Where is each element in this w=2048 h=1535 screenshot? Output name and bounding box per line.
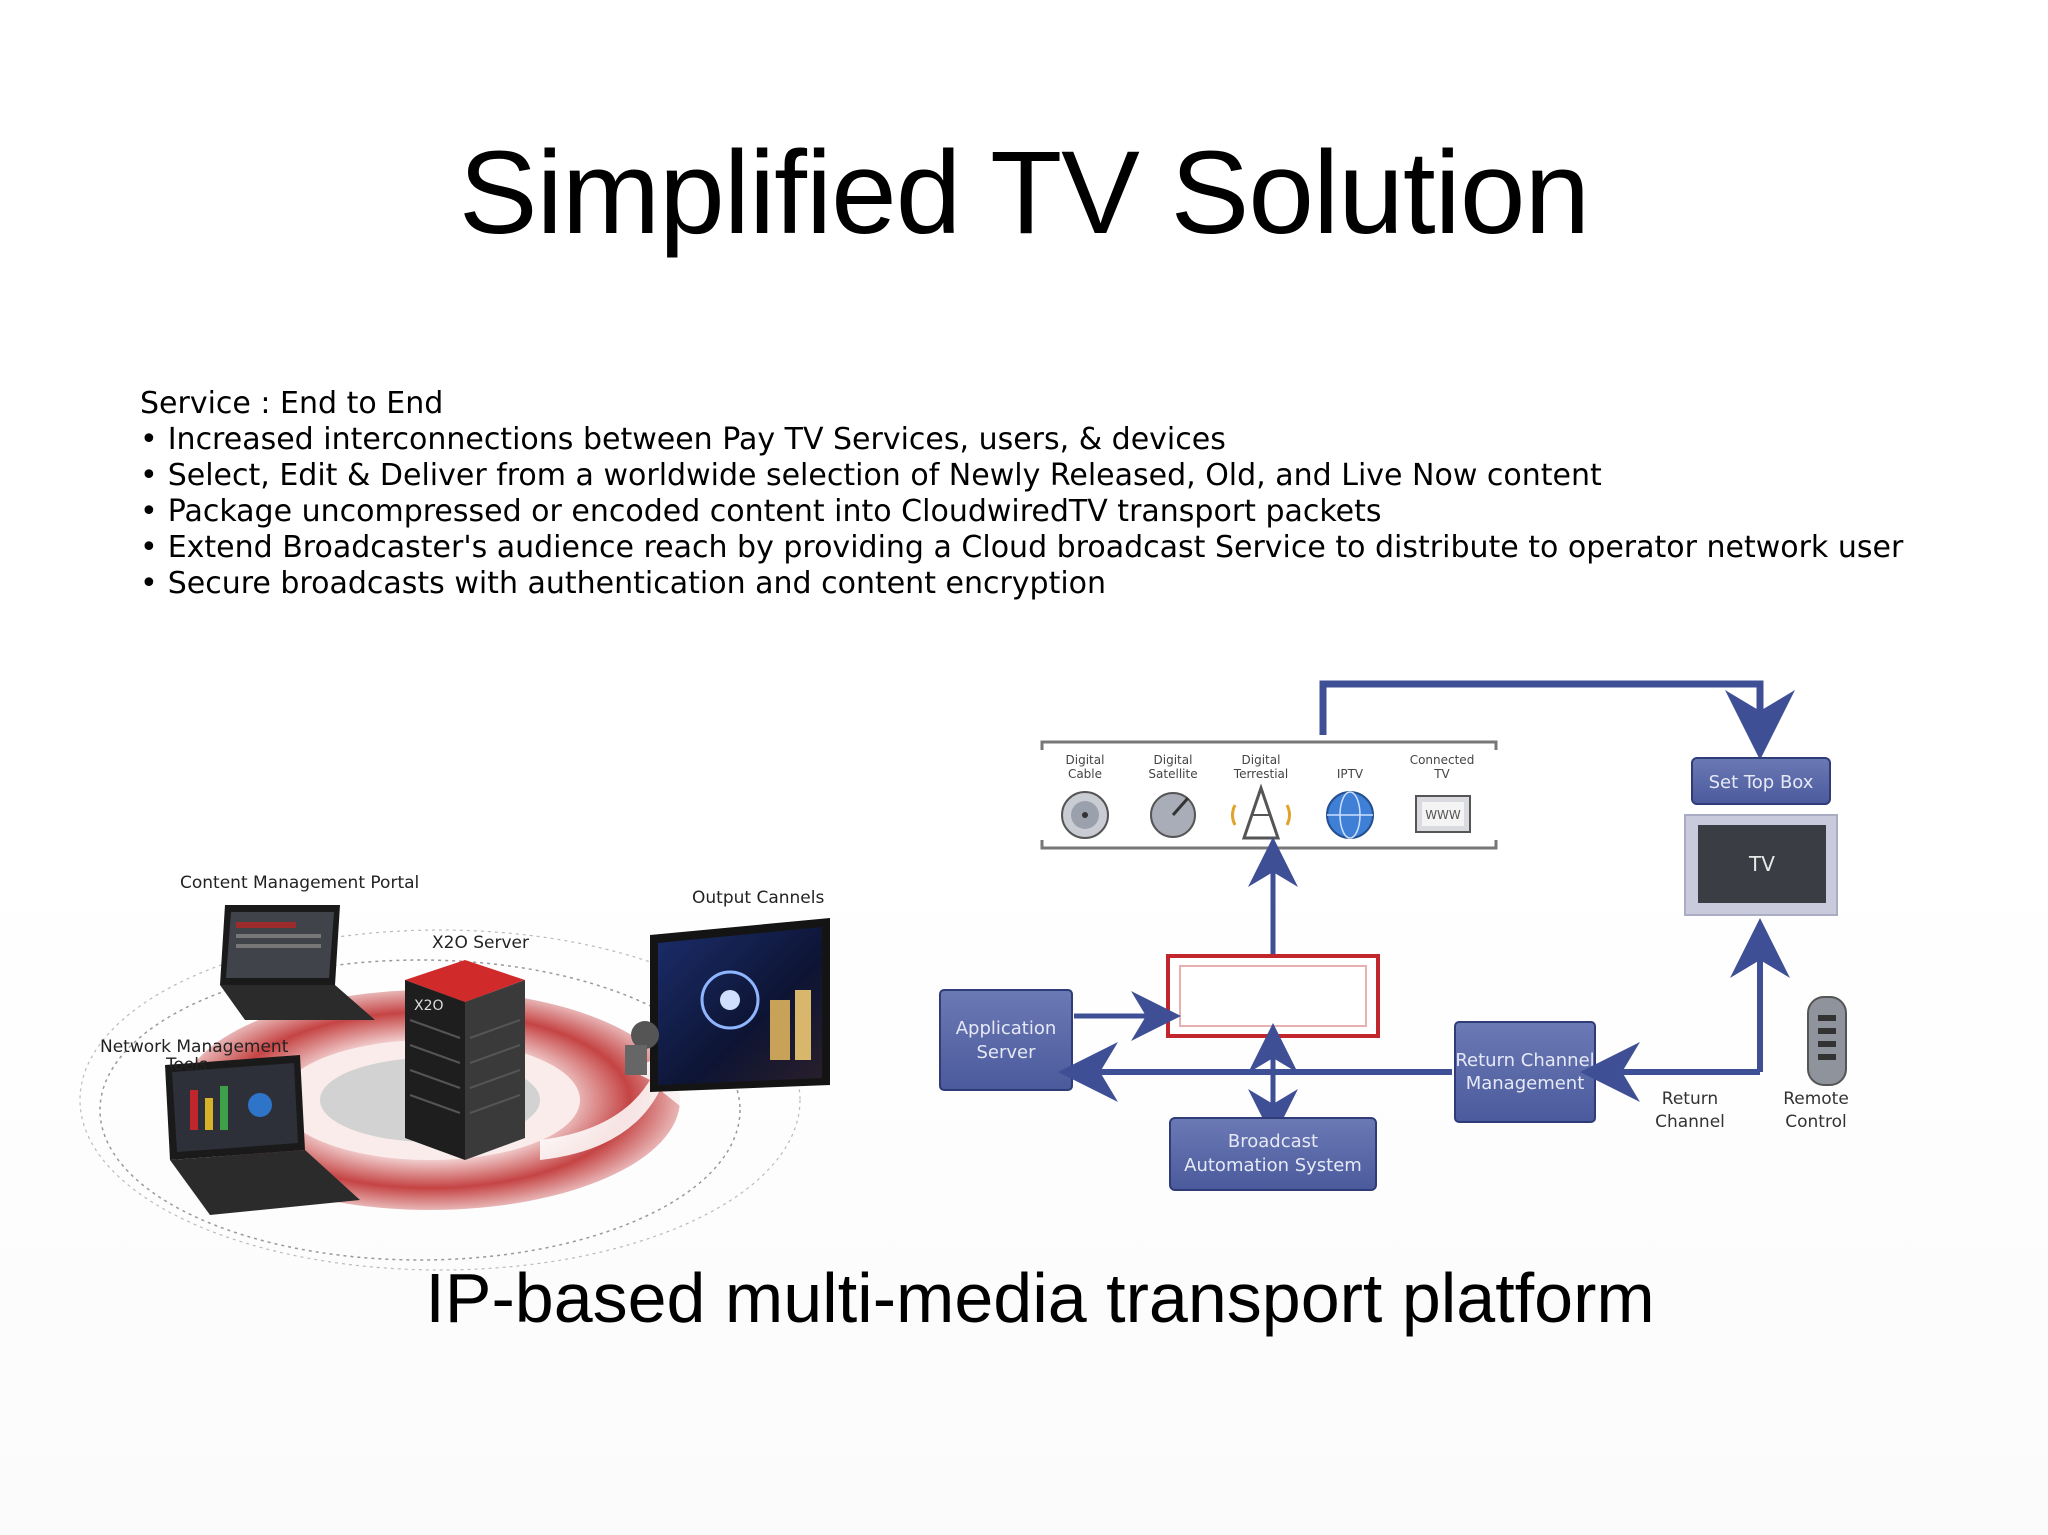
network-tools-laptop-icon (165, 1055, 360, 1215)
slide-subtitle: IP-based multi-media transport platform (425, 1259, 1655, 1337)
digital-satellite-label: Digital (1154, 753, 1193, 767)
cable-icon (1061, 791, 1109, 839)
digital-terrestrial-label-line2: Terrestial (1233, 767, 1288, 781)
digital-cable-label-line2: Cable (1068, 767, 1102, 781)
tv-label: TV (1748, 852, 1775, 876)
return-channel-label: Return (1662, 1089, 1718, 1109)
connected-tv-label-line2: TV (1433, 767, 1450, 781)
service-list: Service : End to End Increased interconn… (140, 386, 1940, 602)
set-top-box-label: Set Top Box (1709, 772, 1814, 793)
remote-control-label-line2: Control (1785, 1112, 1846, 1132)
list-item: Select, Edit & Deliver from a worldwide … (140, 458, 1940, 494)
list-item: Extend Broadcaster's audience reach by p… (140, 530, 1940, 566)
network-tools-label-line2: Tools (165, 1055, 208, 1075)
return-channel-management-box: Return Channel Management (1454, 1021, 1596, 1123)
server-brand: X2O (414, 998, 444, 1014)
orbit-ring (79, 929, 801, 1271)
broadcast-automation-box: Broadcast Automation System (1169, 1117, 1377, 1191)
network-tools-label: Network Management (100, 1037, 289, 1057)
digital-terrestrial-label: Digital (1242, 753, 1281, 767)
return-channel-management-label: Return Channel (1455, 1050, 1594, 1071)
central-platform-inner (1179, 965, 1367, 1027)
content-portal-label: Content Management Portal (180, 873, 419, 893)
camera-icon (625, 1021, 659, 1075)
flow-arrow (540, 1050, 685, 1160)
connected-tv-icon: WWW (1415, 795, 1471, 833)
iptv-label: IPTV (1337, 767, 1364, 781)
connected-tv-label: Connected (1410, 753, 1475, 767)
remote-control-icon (1807, 996, 1847, 1086)
tv-display: TV (1684, 814, 1838, 916)
application-server-label-line2: Server (976, 1042, 1036, 1063)
www-label: WWW (1425, 808, 1461, 822)
list-item: Package uncompressed or encoded content … (140, 494, 1940, 530)
return-channel-label-line2: Channel (1655, 1112, 1725, 1132)
terrestrial-tower-icon (1231, 783, 1291, 840)
content-portal-laptop-icon (220, 905, 375, 1020)
service-heading: Service : End to End (140, 386, 444, 421)
set-top-box: Set Top Box (1691, 757, 1831, 805)
broadcast-flow-diagram: Digital Cable Digital Satellite Digital … (939, 680, 1849, 1191)
broadcast-automation-label-line2: Automation System (1184, 1155, 1362, 1176)
digital-satellite-label-line2: Satellite (1148, 767, 1197, 781)
output-channels-label: Output Cannels (692, 888, 824, 908)
globe-icon (1326, 791, 1374, 839)
return-channel-management-label-line2: Management (1466, 1073, 1585, 1094)
digital-cable-label: Digital (1066, 753, 1105, 767)
x2o-server-icon: X2O (405, 960, 525, 1160)
connector-to-settopbox (1319, 680, 1795, 760)
list-item: Secure broadcasts with authentication an… (140, 566, 1940, 602)
output-tv-icon (650, 918, 830, 1092)
remote-control-label: Remote (1783, 1089, 1849, 1109)
platform-illustration: X2O Content Management Portal X2O Server… (79, 873, 830, 1271)
slide-title: Simplified TV Solution (458, 127, 1590, 259)
satellite-dish-icon (1150, 792, 1196, 838)
distribution-panel: Digital Cable Digital Satellite Digital … (1040, 740, 1498, 850)
broadcast-automation-label: Broadcast (1228, 1131, 1318, 1152)
x2o-server-label: X2O Server (432, 933, 529, 953)
orbit-ring (99, 959, 741, 1261)
application-server-label: Application (956, 1018, 1057, 1039)
application-server-box: Application Server (939, 989, 1073, 1091)
list-item: Increased interconnections between Pay T… (140, 422, 1940, 458)
